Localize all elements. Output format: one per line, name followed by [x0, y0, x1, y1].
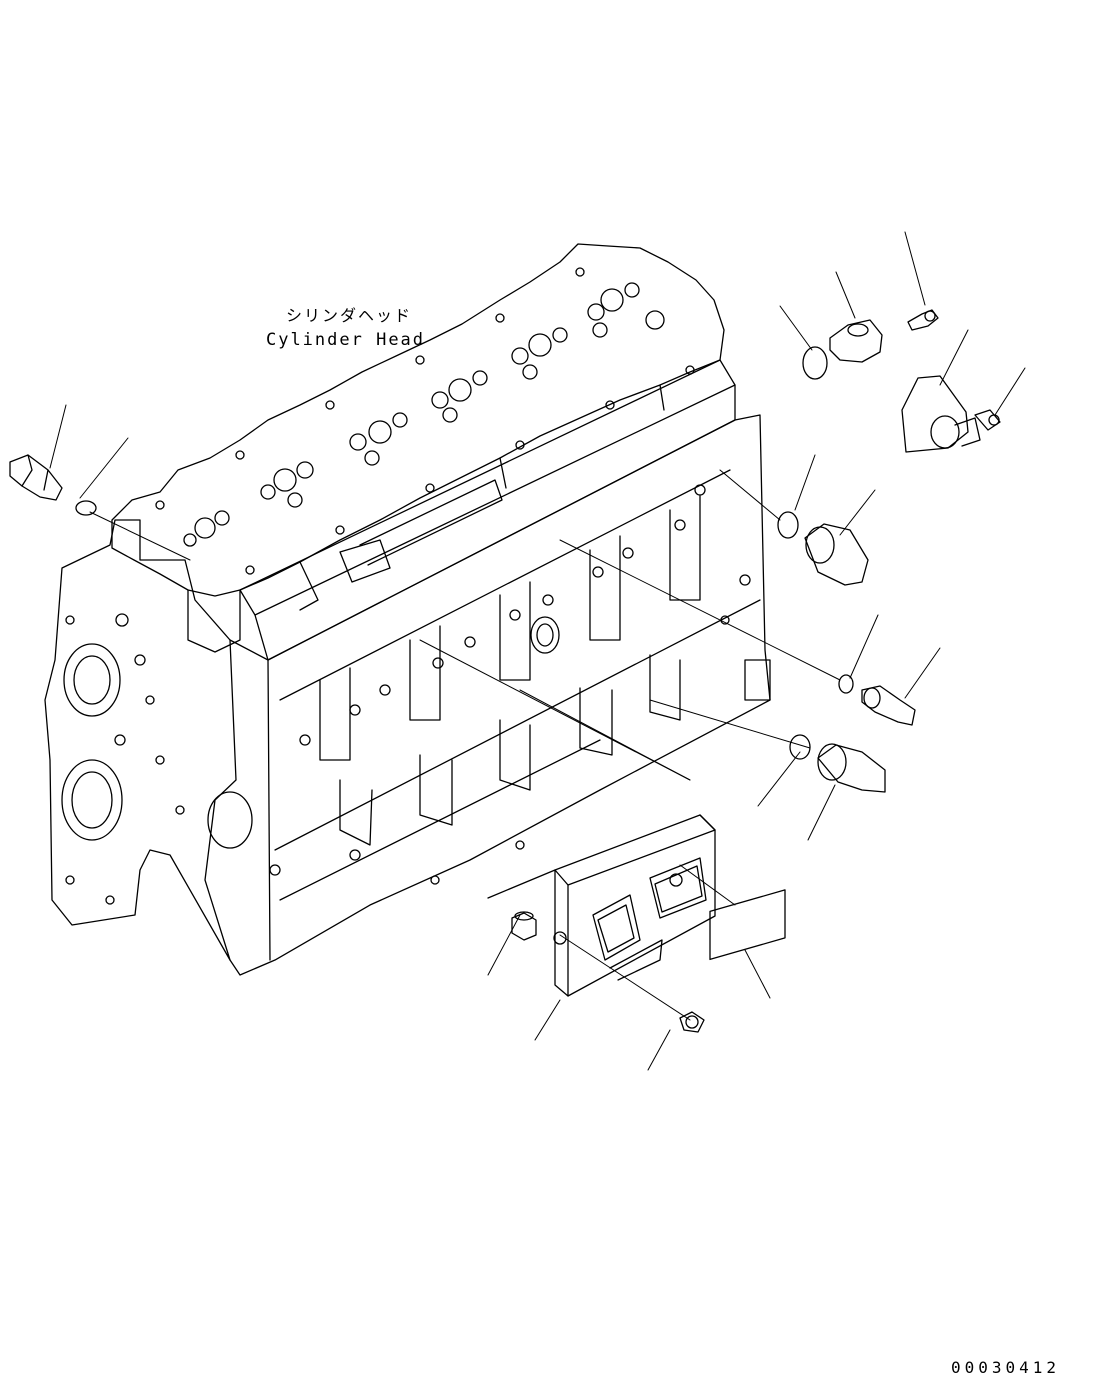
spacer [512, 912, 536, 940]
leader-lines [50, 232, 1025, 1070]
pressure-sensor-low [818, 744, 885, 792]
engine-controller [488, 815, 715, 996]
o-ring-4 [790, 735, 810, 759]
label-plate [710, 890, 785, 960]
cylinder-head-label-english: Cylinder Head [265, 330, 426, 350]
pressure-sensor-top [830, 320, 882, 362]
bolt-right [975, 410, 1000, 430]
left-sensor [10, 455, 62, 500]
o-ring-2 [778, 512, 798, 538]
o-ring-3 [839, 675, 853, 693]
cylinder-head-label-japanese: シリンダヘッド [285, 306, 412, 325]
front-plate [45, 520, 236, 960]
o-ring-1 [803, 347, 827, 379]
solenoid-valve [902, 376, 980, 452]
drawing-number: 00030412 [950, 1358, 1060, 1377]
cylinder-block [45, 415, 770, 975]
cylinder-head [112, 244, 724, 652]
temp-sensor [862, 686, 915, 725]
bolt-top [908, 310, 938, 330]
head-ports [184, 283, 664, 546]
head-bolt-holes [156, 268, 694, 574]
pressure-sensor-mid [805, 524, 868, 585]
mounting-bolt [680, 1012, 704, 1032]
left-o-ring [76, 501, 96, 515]
intake-rail [240, 360, 735, 660]
